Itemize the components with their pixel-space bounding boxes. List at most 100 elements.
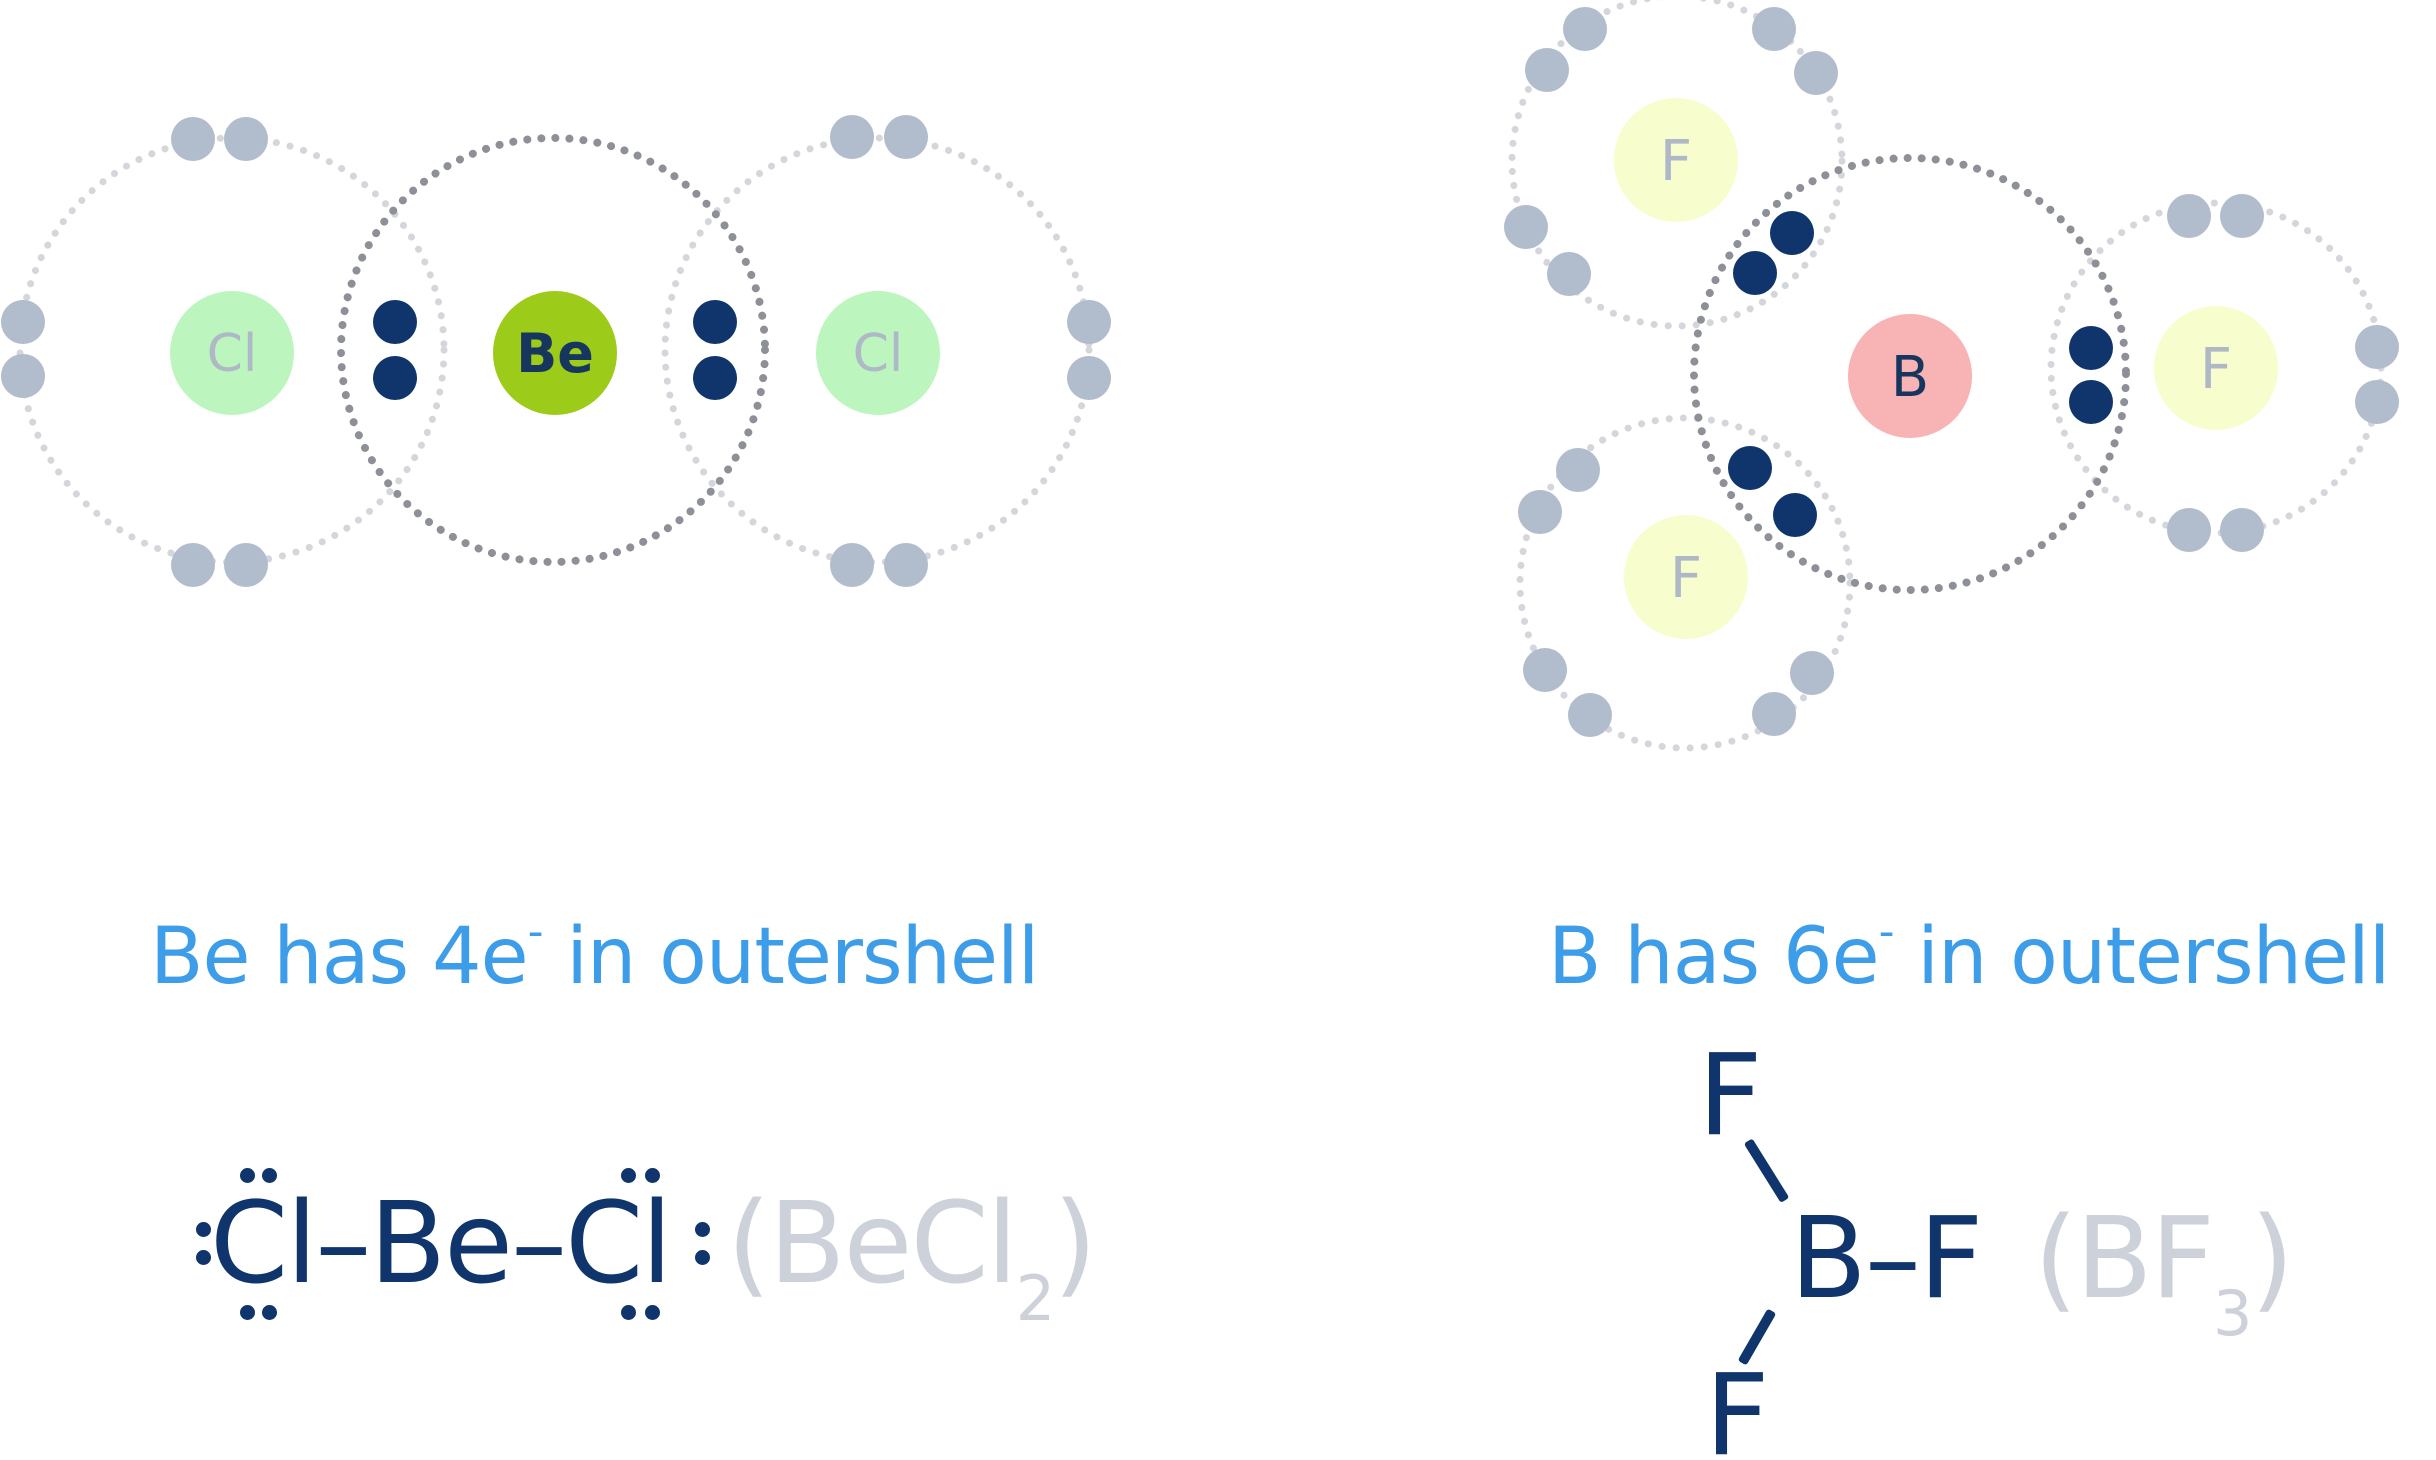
be-symbol: Be	[516, 322, 594, 385]
bf3-formula-close: )	[2250, 1194, 2294, 1324]
f-right-nucleus	[2154, 306, 2278, 430]
cl-left-lone-electron	[1, 300, 45, 344]
f-top-shell	[1508, 0, 1846, 330]
f-bottom-nucleus	[1624, 515, 1748, 639]
formula-cl-left: Cl	[210, 1179, 317, 1309]
lone-pair-dot	[695, 1250, 710, 1265]
lone-pair-dot	[621, 1305, 636, 1320]
bf3-formula-center-row: B–F	[1790, 1203, 1983, 1315]
lone-pair-dot	[695, 1222, 710, 1237]
be-nucleus	[493, 291, 617, 415]
f-right-lone-electron	[2167, 508, 2211, 552]
lone-pair-dot	[645, 1305, 660, 1320]
f-top-lone-electron	[1752, 7, 1796, 51]
f-top-lone-electron	[1563, 7, 1607, 51]
f-top-symbol: F	[1660, 129, 1692, 194]
b-nucleus	[1848, 314, 1972, 438]
f-right-lone-electron	[2355, 380, 2399, 424]
be-cl-shared-electron	[373, 300, 417, 344]
f-right-lone-electron	[2355, 325, 2399, 369]
f-bottom-lone-electron	[1568, 693, 1612, 737]
bf3-bond-dash: –	[1864, 1194, 1921, 1324]
b-f-shared-electron	[2069, 380, 2113, 424]
bf3-caption-main: B has 6e	[1548, 912, 1880, 1002]
becl2-caption-tail: in outershell	[542, 912, 1039, 1002]
f-bottom-lone-electron	[1523, 648, 1567, 692]
cl-right-symbol: Cl	[853, 324, 904, 384]
bf3-dot-cross-diagram: F B F F	[1504, 0, 2399, 752]
cl-left-lone-electron	[171, 543, 215, 587]
bf3-caption: B has 6e- in outershell	[1548, 910, 2390, 997]
becl2-molecular-formula: (BeCl2)	[727, 1188, 1097, 1330]
bf3-caption-tail: in outershell	[1893, 912, 2390, 1002]
cl-right-shell	[661, 134, 1093, 566]
cl-left-nucleus	[170, 291, 294, 415]
f-top-lone-electron	[1504, 205, 1548, 249]
cl-left-lone-electron	[1, 354, 45, 398]
cl-left-lone-electron	[171, 117, 215, 161]
becl2-caption-superscript: -	[527, 906, 544, 957]
lone-pair-dot	[262, 1305, 277, 1320]
bf3-formula-f-bottom: F	[1705, 1360, 1769, 1460]
lone-pair-dot	[196, 1222, 211, 1237]
becl2-dot-cross-diagram: Cl Be Cl	[1, 115, 1111, 587]
b-f-shared-electron	[1770, 211, 1814, 255]
lone-pair-dot	[621, 1168, 636, 1183]
bf3-caption-superscript: -	[1878, 906, 1895, 957]
bf3-molecular-formula: (BF3)	[2034, 1203, 2294, 1345]
bf3-f-bottom-symbol: F	[1705, 1351, 1769, 1460]
becl2-caption: Be has 4e- in outershell	[150, 910, 1039, 997]
f-bottom-lone-electron	[1790, 651, 1834, 695]
f-top-lone-electron	[1525, 48, 1569, 92]
becl2-lewis-structure: Cl–Be–Cl	[210, 1188, 672, 1300]
f-top-lone-electron	[1794, 51, 1838, 95]
f-bottom-shell	[1516, 414, 1854, 752]
formula-be: Be	[369, 1179, 513, 1309]
becl2-formula-open: (BeCl	[727, 1179, 1018, 1309]
b-f-shared-electron	[1728, 446, 1772, 490]
becl2-formula-close: )	[1053, 1179, 1097, 1309]
f-bottom-lone-electron	[1518, 490, 1562, 534]
f-top-lone-electron	[1547, 252, 1591, 296]
lone-pair-dot	[240, 1168, 255, 1183]
bf3-f-top-symbol: F	[1698, 1031, 1762, 1161]
cl-right-nucleus	[816, 291, 940, 415]
becl2-formula-subscript: 2	[1015, 1262, 1055, 1335]
cl-left-symbol: Cl	[207, 324, 258, 384]
cl-right-lone-electron	[884, 543, 928, 587]
lone-pair-dot	[645, 1168, 660, 1183]
b-f-shared-electron	[1733, 251, 1777, 295]
f-bottom-symbol: F	[1670, 546, 1702, 611]
formula-bond-dash: –	[511, 1179, 567, 1309]
lone-pair-dot	[196, 1250, 211, 1265]
cl-left-lone-electron	[224, 117, 268, 161]
f-right-lone-electron	[2167, 194, 2211, 238]
b-f-shared-electron	[2069, 326, 2113, 370]
cl-left-lone-electron	[224, 543, 268, 587]
f-right-lone-electron	[2220, 508, 2264, 552]
cl-right-lone-electron	[830, 543, 874, 587]
becl2-caption-main: Be has 4e	[150, 912, 529, 1002]
bf3-formula-open: (BF	[2034, 1194, 2215, 1324]
f-bottom-lone-electron	[1752, 692, 1796, 736]
f-right-symbol: F	[2200, 337, 2232, 402]
be-cl-shared-electron	[693, 356, 737, 400]
cl-right-lone-electron	[1067, 356, 1111, 400]
formula-cl-right: Cl	[565, 1179, 672, 1309]
bf3-formula-subscript: 3	[2212, 1277, 2252, 1350]
f-top-nucleus	[1614, 98, 1738, 222]
cl-right-lone-electron	[1067, 300, 1111, 344]
b-symbol: B	[1891, 345, 1929, 410]
be-shell	[337, 134, 769, 566]
cl-right-lone-electron	[884, 115, 928, 159]
cl-right-lone-electron	[830, 115, 874, 159]
f-right-lone-electron	[2220, 194, 2264, 238]
lone-pair-dot	[240, 1305, 255, 1320]
bf3-formula-f-top: F	[1698, 1040, 1762, 1152]
f-bottom-lone-electron	[1556, 448, 1600, 492]
be-cl-shared-electron	[373, 356, 417, 400]
be-cl-shared-electron	[693, 300, 737, 344]
b-shell	[1690, 154, 2130, 594]
